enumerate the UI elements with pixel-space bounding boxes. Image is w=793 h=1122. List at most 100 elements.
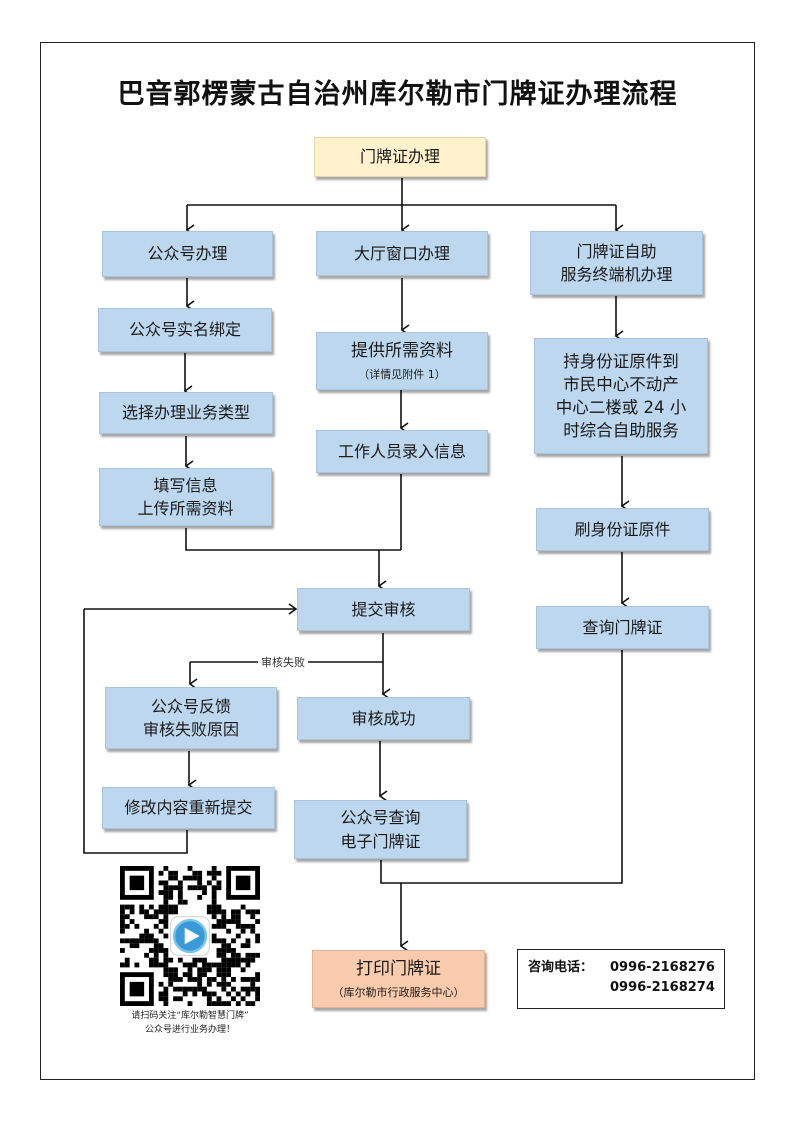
hall-entry-node: 工作人员录入信息 xyxy=(316,430,488,473)
wechat-query-node: 公众号查询 电子门牌证 xyxy=(294,800,467,859)
qr-module xyxy=(226,948,232,953)
wechat-query-line1: 公众号查询 xyxy=(340,808,421,828)
qr-module xyxy=(206,962,212,968)
qr-module xyxy=(153,923,159,929)
qr-module xyxy=(206,1001,212,1006)
qr-module xyxy=(192,885,198,891)
start-label: 门牌证办理 xyxy=(359,147,440,167)
qr-module xyxy=(250,914,256,920)
wechat-fill-line2: 上传所需资料 xyxy=(137,499,234,518)
qr-module xyxy=(177,880,183,886)
qr-module xyxy=(221,962,227,968)
qr-module xyxy=(187,875,193,881)
qr-module xyxy=(177,996,183,1002)
qr-module xyxy=(197,972,203,978)
qr-module xyxy=(173,904,178,910)
qr-module xyxy=(250,957,256,963)
qr-module xyxy=(192,977,198,982)
qr-finder-bl xyxy=(120,972,154,1006)
qr-module xyxy=(235,923,241,929)
qr-module xyxy=(250,977,256,982)
qr-module xyxy=(153,943,159,949)
qr-module xyxy=(211,909,217,915)
connector-start-split xyxy=(187,178,616,206)
qr-module xyxy=(153,952,159,958)
qr-module xyxy=(250,923,256,929)
qr-module xyxy=(134,943,140,949)
qr-module xyxy=(139,909,145,915)
qr-module xyxy=(240,996,246,1002)
qr-module xyxy=(158,880,164,886)
qr-module xyxy=(245,943,251,949)
qr-module xyxy=(182,972,188,978)
qr-module xyxy=(221,948,227,953)
review-fail-node: 公众号反馈 审核失败原因 xyxy=(105,687,277,749)
qr-module xyxy=(148,904,154,910)
hall-entry-label: 工作人员录入信息 xyxy=(337,441,466,461)
qr-module xyxy=(211,977,217,982)
page-frame xyxy=(40,42,755,1080)
qr-module xyxy=(231,996,236,1002)
qr-module xyxy=(144,928,149,934)
qr-module xyxy=(124,938,130,944)
qr-module xyxy=(221,943,227,949)
qr-module xyxy=(197,957,203,963)
qr-module xyxy=(187,962,193,968)
qr-module xyxy=(235,933,241,939)
qr-module xyxy=(129,919,135,924)
qr-module xyxy=(129,904,135,910)
qr-module xyxy=(158,943,164,949)
qr-module xyxy=(202,986,207,992)
qr-module xyxy=(120,904,125,910)
terminal-head-line2: 服务终端机办理 xyxy=(560,265,673,284)
qr-module xyxy=(255,991,260,997)
qr-module xyxy=(148,914,154,920)
qr-module xyxy=(231,952,236,958)
contact-phone-2: 0996-2168274 xyxy=(610,980,715,996)
qr-module xyxy=(192,986,198,992)
qr-module xyxy=(255,977,260,982)
qr-module xyxy=(221,986,227,992)
qr-module xyxy=(231,909,236,915)
qr-module xyxy=(202,885,207,891)
qr-module xyxy=(231,948,236,953)
qr-module xyxy=(168,875,174,881)
qr-module xyxy=(182,991,188,997)
qr-module xyxy=(148,938,154,944)
qr-module xyxy=(158,904,164,910)
qr-module xyxy=(231,977,236,982)
qr-module xyxy=(206,996,212,1002)
review-fail-line2: 审核失败原因 xyxy=(142,720,239,739)
qr-module xyxy=(240,928,246,934)
qr-module xyxy=(245,986,251,992)
qr-module xyxy=(192,957,198,963)
qr-module xyxy=(124,957,130,963)
qr-module xyxy=(240,977,246,982)
qr-module xyxy=(158,962,164,968)
qr-module xyxy=(226,967,232,973)
qr-module xyxy=(250,909,256,915)
qr-module xyxy=(206,904,212,910)
qr-module xyxy=(245,1001,251,1006)
terminal-head-node: 门牌证自助 服务终端机办理 xyxy=(530,231,703,295)
qr-module xyxy=(168,977,174,982)
contact-phone-1: 0996-2168276 xyxy=(610,960,715,975)
qr-module xyxy=(216,981,222,987)
qr-caption-line2: 公众号进行业务办理！ xyxy=(144,1025,235,1036)
terminal-query-node: 查询门牌证 xyxy=(536,606,709,649)
qr-module xyxy=(202,991,207,997)
qr-module xyxy=(221,952,227,958)
qr-module xyxy=(226,962,232,968)
qr-caption-line1: 请扫码关注“库尔勒智慧门牌” xyxy=(131,1011,249,1021)
hall-head-label: 大厅窗口办理 xyxy=(353,243,450,263)
qr-module xyxy=(177,894,183,900)
qr-module xyxy=(221,938,227,944)
qr-module xyxy=(216,952,222,958)
qr-module xyxy=(197,894,203,900)
qr-module xyxy=(211,875,217,881)
qr-module xyxy=(124,923,130,929)
terminal-swipe-node: 刷身份证原件 xyxy=(536,508,709,551)
qr-module xyxy=(163,933,169,939)
qr-module xyxy=(211,991,217,997)
